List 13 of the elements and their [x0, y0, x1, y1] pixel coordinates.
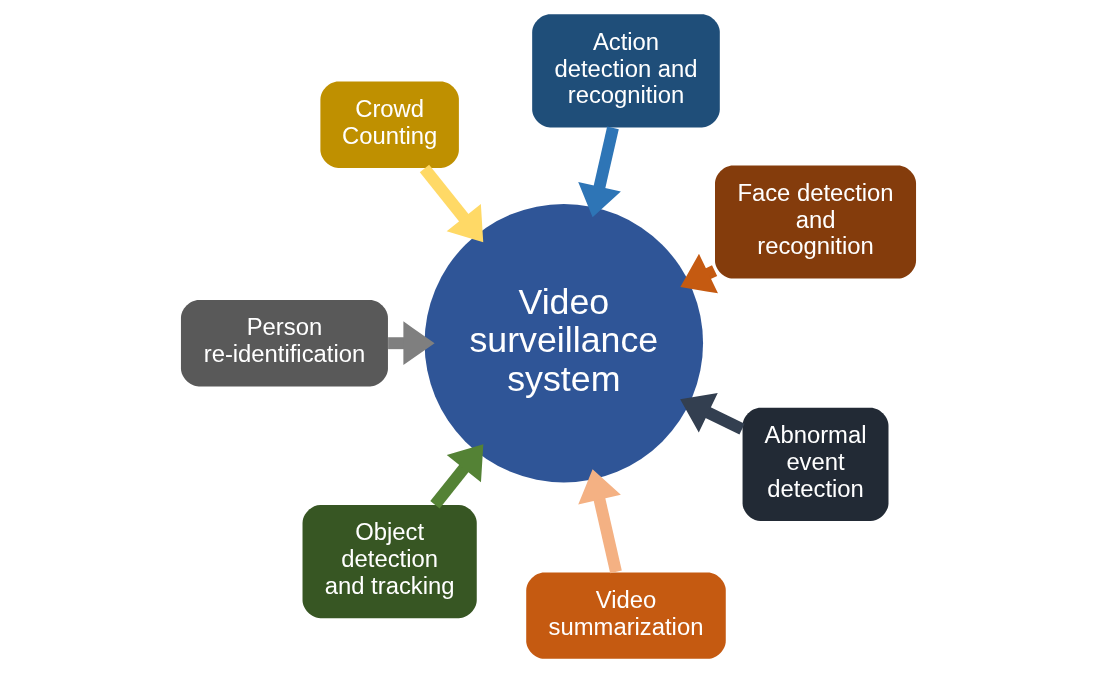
arrow	[577, 126, 621, 218]
arrow	[679, 393, 745, 435]
arrow	[387, 321, 435, 366]
node-box: Abnormal event detection	[742, 407, 888, 521]
arrow	[577, 469, 622, 574]
node-box: Object detection and tracking	[302, 505, 477, 619]
node-box: Action detection and recognition	[531, 14, 720, 128]
arrow	[419, 164, 483, 243]
node-box: Face detection and recognition	[714, 165, 916, 279]
arrow	[429, 444, 483, 509]
node-box: Person re-identification	[180, 300, 388, 387]
node-box: Crowd Counting	[319, 81, 459, 168]
node-box: Video summarization	[525, 572, 726, 659]
